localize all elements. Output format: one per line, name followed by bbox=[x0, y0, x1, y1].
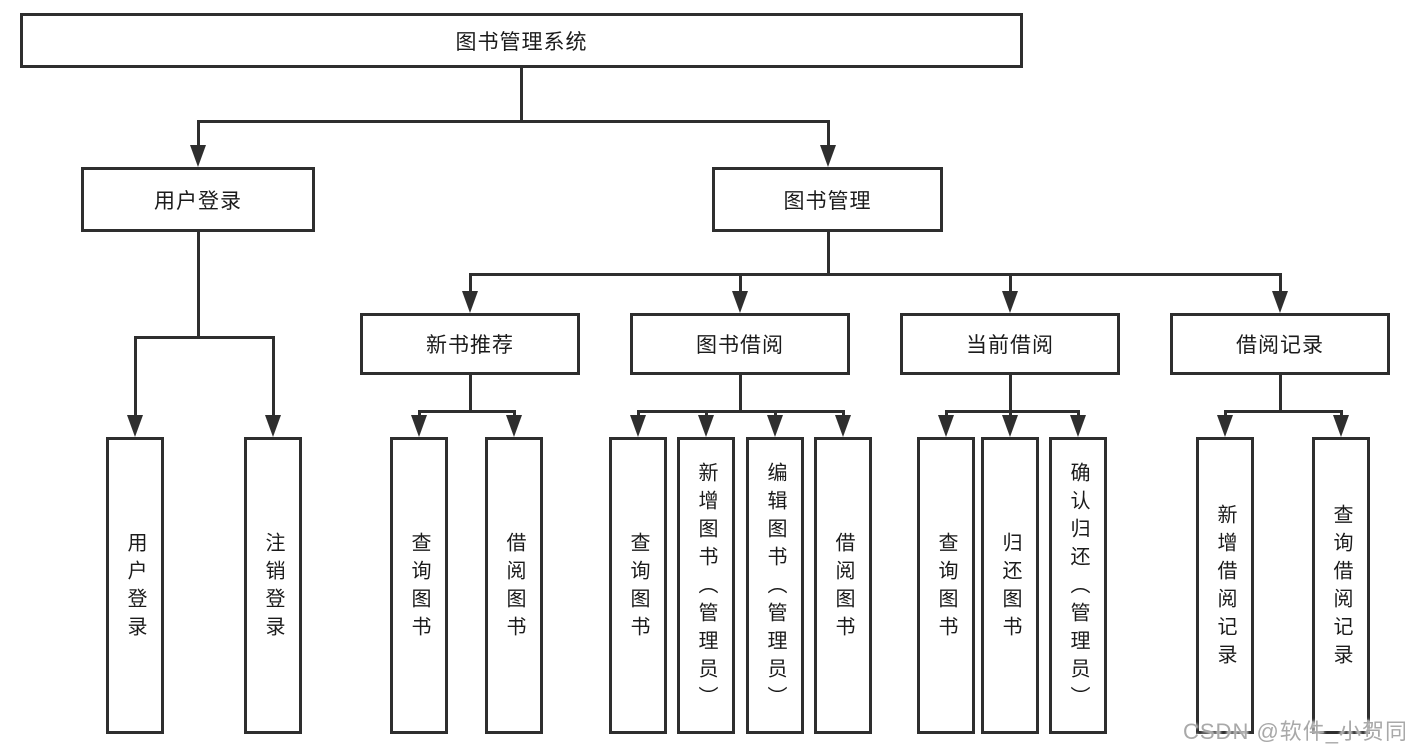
arrow-down-icon bbox=[127, 415, 143, 437]
connector-bar bbox=[637, 410, 845, 413]
node-label: 借阅记录 bbox=[1236, 334, 1324, 357]
connector-stem bbox=[197, 232, 200, 336]
arrow-down-icon bbox=[1002, 415, 1018, 437]
node-label: 图书管理 bbox=[783, 189, 872, 213]
node-book-borrowing: 图书借阅 bbox=[630, 313, 850, 375]
node-label: 新书推荐 bbox=[426, 334, 514, 357]
node-label: 用户登录 bbox=[154, 189, 242, 213]
arrow-down-icon bbox=[630, 415, 646, 437]
connector-bar bbox=[418, 410, 516, 413]
node-library-system-root: 图书管理系统 bbox=[20, 13, 1023, 68]
connector-bar bbox=[945, 410, 1079, 413]
arrow-down-icon bbox=[190, 145, 206, 167]
arrow-down-icon bbox=[1272, 291, 1288, 313]
arrow-down-icon bbox=[732, 291, 748, 313]
connector-stem bbox=[1279, 375, 1282, 410]
connector-bar bbox=[469, 273, 1282, 276]
connector-stem bbox=[705, 410, 708, 415]
leaf-confirm-return-admin: 确认归还（管理员） bbox=[1049, 437, 1107, 734]
arrow-down-icon bbox=[1333, 415, 1349, 437]
arrow-down-icon bbox=[698, 415, 714, 437]
arrow-down-icon bbox=[411, 415, 427, 437]
node-current-borrowing: 当前借阅 bbox=[900, 313, 1120, 375]
arrow-down-icon bbox=[1002, 291, 1018, 313]
arrow-down-icon bbox=[506, 415, 522, 437]
connector-stem bbox=[1009, 375, 1012, 410]
leaf-return-books: 归还图书 bbox=[981, 437, 1039, 734]
watermark: CSDN @软件_小贺同学 bbox=[1183, 719, 1405, 744]
connector-stem bbox=[418, 410, 421, 415]
arrow-down-icon bbox=[462, 291, 478, 313]
node-new-book-recommend: 新书推荐 bbox=[360, 313, 580, 375]
leaf-add-books-admin: 新增图书（管理员） bbox=[677, 437, 735, 734]
connector-stem bbox=[827, 120, 830, 145]
connector-stem bbox=[1224, 410, 1227, 415]
arrow-down-icon bbox=[767, 415, 783, 437]
connector-stem bbox=[774, 410, 777, 415]
leaf-edit-books-admin: 编辑图书（管理员） bbox=[746, 437, 804, 734]
leaf-borrow-books-recommend: 借阅图书 bbox=[485, 437, 543, 734]
node-label: 当前借阅 bbox=[966, 334, 1054, 357]
connector-stem bbox=[469, 273, 472, 291]
connector-bar bbox=[1224, 410, 1343, 413]
connector-stem bbox=[1279, 273, 1282, 291]
leaf-query-books-borrow: 查询图书 bbox=[609, 437, 667, 734]
connector-stem bbox=[739, 375, 742, 410]
connector-stem bbox=[1009, 273, 1012, 291]
node-borrowing-records: 借阅记录 bbox=[1170, 313, 1390, 375]
node-label: 图书借阅 bbox=[696, 334, 784, 357]
leaf-query-borrow-record: 查询借阅记录 bbox=[1312, 437, 1370, 734]
connector-root-bar bbox=[197, 120, 830, 123]
leaf-query-books-current: 查询图书 bbox=[917, 437, 975, 734]
connector-stem bbox=[197, 120, 200, 145]
connector-root-stem bbox=[520, 68, 523, 120]
connector-stem bbox=[637, 410, 640, 415]
node-user-login: 用户登录 bbox=[81, 167, 315, 232]
node-book-management: 图书管理 bbox=[712, 167, 943, 232]
connector-stem bbox=[945, 410, 948, 415]
leaf-logout: 注销登录 bbox=[244, 437, 302, 734]
connector-stem bbox=[827, 232, 830, 273]
leaf-user-login: 用户登录 bbox=[106, 437, 164, 734]
connector-stem bbox=[513, 410, 516, 415]
connector-stem bbox=[469, 375, 472, 410]
node-label: 图书管理系统 bbox=[455, 30, 588, 54]
connector-stem bbox=[842, 410, 845, 415]
arrow-down-icon bbox=[835, 415, 851, 437]
connector-stem bbox=[272, 336, 275, 415]
arrow-down-icon bbox=[938, 415, 954, 437]
arrow-down-icon bbox=[1217, 415, 1233, 437]
connector-stem bbox=[134, 336, 137, 415]
leaf-query-books-recommend: 查询图书 bbox=[390, 437, 448, 734]
leaf-add-borrow-record: 新增借阅记录 bbox=[1196, 437, 1254, 734]
connector-stem bbox=[1077, 410, 1080, 415]
arrow-down-icon bbox=[265, 415, 281, 437]
connector-stem bbox=[1340, 410, 1343, 415]
connector-stem bbox=[1009, 410, 1012, 415]
leaf-borrow-books: 借阅图书 bbox=[814, 437, 872, 734]
connector-bar bbox=[134, 336, 275, 339]
arrow-down-icon bbox=[1070, 415, 1086, 437]
connector-stem bbox=[739, 273, 742, 291]
arrow-down-icon bbox=[820, 145, 836, 167]
